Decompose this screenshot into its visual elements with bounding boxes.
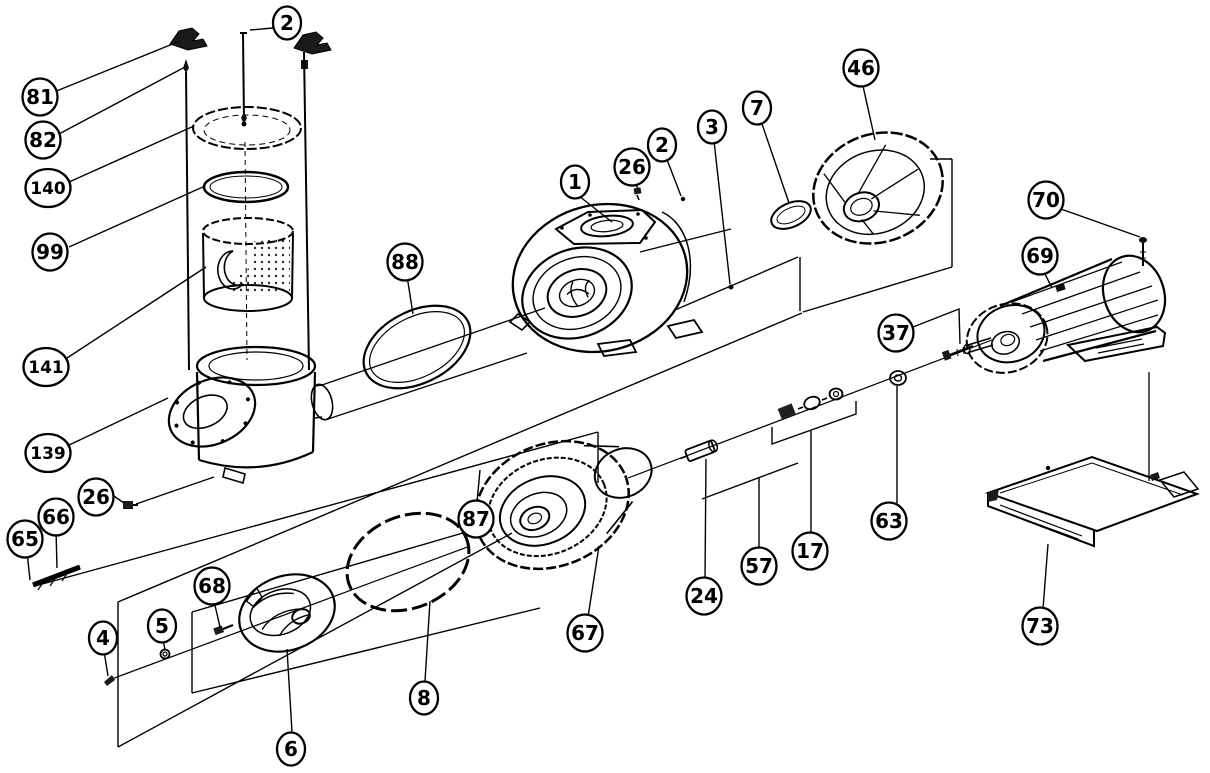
callout-46: 46 (842, 48, 880, 88)
small-screw (104, 675, 115, 686)
callout-63: 63 (870, 501, 908, 541)
drain-plug-volute (633, 187, 642, 201)
svg-text:5: 5 (155, 614, 169, 638)
callout-2: 2 (271, 5, 303, 41)
lid-clamp-knobs (169, 27, 332, 55)
svg-text:73: 73 (1026, 614, 1054, 638)
callout-88: 88 (386, 242, 424, 282)
svg-text:139: 139 (30, 444, 66, 464)
svg-text:81: 81 (26, 85, 54, 109)
callout-69: 69 (1021, 236, 1059, 276)
svg-text:46: 46 (847, 56, 875, 80)
svg-text:8: 8 (417, 686, 431, 710)
svg-text:37: 37 (882, 321, 910, 345)
callout-1: 1 (559, 164, 591, 200)
motor-bolt (1139, 237, 1147, 266)
callout-57: 57 (740, 546, 778, 586)
svg-text:2: 2 (280, 11, 294, 35)
impeller-screw (213, 623, 234, 636)
svg-text:70: 70 (1032, 188, 1060, 212)
svg-text:26: 26 (82, 485, 110, 509)
shaft-screw (941, 344, 974, 361)
callout-4: 4 (87, 620, 119, 656)
callout-37: 37 (877, 313, 915, 353)
shaft-washer (889, 370, 907, 386)
callout-73: 73 (1021, 606, 1059, 646)
callout-141: 141 (22, 346, 70, 388)
callout-17: 17 (791, 531, 829, 571)
svg-text:6: 6 (284, 737, 298, 761)
svg-text:68: 68 (198, 574, 226, 598)
volute-housing (508, 196, 734, 357)
svg-text:1: 1 (568, 170, 582, 194)
seal-plate (474, 439, 653, 571)
svg-text:4: 4 (96, 626, 110, 650)
strainer-basket (202, 217, 294, 312)
callout-26: 26 (613, 147, 651, 187)
svg-text:24: 24 (690, 584, 718, 608)
callout-68: 68 (193, 566, 231, 606)
svg-text:66: 66 (42, 505, 70, 529)
housing-o-ring (345, 511, 471, 613)
screw-point-2 (680, 196, 686, 202)
svg-text:3: 3 (705, 115, 719, 139)
diffuser (812, 131, 944, 245)
svg-text:2: 2 (655, 133, 669, 157)
callout-67: 67 (566, 613, 604, 653)
gasket-strip (32, 564, 81, 591)
strainer-lid (192, 106, 302, 150)
drain-plug-left (123, 501, 138, 509)
callout-140: 140 (24, 167, 72, 209)
svg-text:99: 99 (36, 240, 64, 264)
shaft-sleeve (680, 439, 719, 462)
callout-87: 87 (457, 499, 495, 539)
callout-2: 2 (646, 127, 678, 163)
screw-point-3 (728, 284, 734, 290)
svg-text:67: 67 (571, 621, 599, 645)
motor (963, 254, 1167, 374)
svg-text:57: 57 (745, 554, 773, 578)
callout-3: 3 (696, 109, 728, 145)
svg-text:26: 26 (618, 155, 646, 179)
shaft-nut (159, 648, 171, 660)
tank-o-ring (362, 304, 472, 390)
callout-139: 139 (24, 432, 72, 474)
svg-text:87: 87 (462, 507, 490, 531)
callout-26: 26 (77, 477, 115, 517)
svg-text:65: 65 (11, 527, 39, 551)
callout-24: 24 (685, 576, 723, 616)
callout-6: 6 (275, 731, 307, 767)
shaft-seal-kit (777, 387, 844, 420)
impeller (238, 573, 336, 653)
callout-5: 5 (146, 608, 178, 644)
svg-text:7: 7 (750, 96, 764, 120)
leader-lines (26, 27, 1141, 733)
callout-82: 82 (24, 120, 62, 160)
callout-99: 99 (31, 232, 69, 272)
callout-7: 7 (741, 90, 773, 126)
callout-balloons: 8182140991411392666652126237468870693763… (6, 5, 1065, 767)
callout-81: 81 (21, 77, 59, 117)
strainer-pot (167, 345, 334, 485)
callout-65: 65 (6, 519, 44, 559)
callout-70: 70 (1027, 180, 1065, 220)
lid-bolts (183, 32, 310, 371)
center-axis-dashed (244, 141, 248, 361)
base-plate (984, 455, 1200, 548)
svg-text:17: 17 (796, 539, 824, 563)
callout-66: 66 (37, 497, 75, 537)
svg-text:69: 69 (1026, 244, 1054, 268)
svg-text:140: 140 (30, 179, 66, 199)
svg-text:141: 141 (28, 358, 64, 378)
svg-text:63: 63 (875, 509, 903, 533)
small-gasket (770, 200, 812, 230)
svg-text:82: 82 (29, 128, 57, 152)
svg-text:88: 88 (391, 250, 419, 274)
callout-8: 8 (408, 680, 440, 716)
motor-eyelet (1055, 283, 1066, 293)
